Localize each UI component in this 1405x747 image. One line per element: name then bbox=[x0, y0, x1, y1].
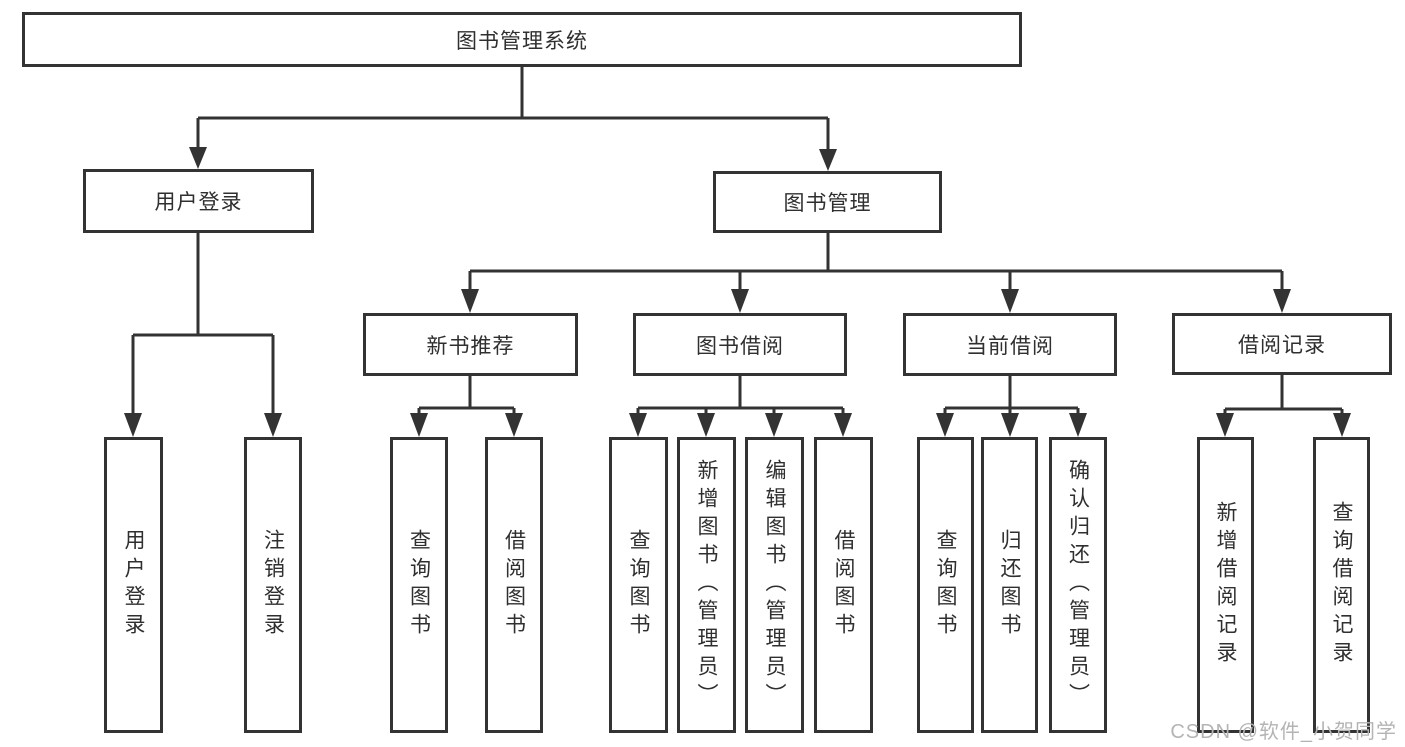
leaf-newbooks-borrow-books: 借阅图书 bbox=[485, 437, 543, 733]
leaf-borrowing-edit-books-admin: 编辑图书（管理员） bbox=[745, 437, 804, 733]
leaf-newbooks-query-books: 查询图书 bbox=[390, 437, 448, 733]
leaf-current-confirm-return-admin: 确认归还（管理员） bbox=[1049, 437, 1107, 733]
node-root-label: 图书管理系统 bbox=[456, 29, 588, 53]
node-current-borrowing: 当前借阅 bbox=[903, 313, 1117, 376]
leaf-borrowing-borrow-books: 借阅图书 bbox=[814, 437, 873, 733]
leaf-current-return-books-label: 归还图书 bbox=[998, 529, 1021, 641]
node-root-system: 图书管理系统 bbox=[22, 12, 1022, 67]
leaf-records-query-borrow-record-label: 查询借阅记录 bbox=[1330, 501, 1353, 669]
leaf-borrowing-borrow-books-label: 借阅图书 bbox=[832, 529, 855, 641]
leaf-records-add-borrow-record-label: 新增借阅记录 bbox=[1214, 501, 1237, 669]
leaf-borrowing-query-books: 查询图书 bbox=[609, 437, 668, 733]
leaf-records-add-borrow-record: 新增借阅记录 bbox=[1197, 437, 1254, 733]
leaf-user-login-label: 用户登录 bbox=[122, 529, 145, 641]
leaf-records-query-borrow-record: 查询借阅记录 bbox=[1313, 437, 1370, 733]
node-book-management: 图书管理 bbox=[713, 171, 942, 233]
leaf-current-return-books: 归还图书 bbox=[981, 437, 1038, 733]
leaf-logout-label: 注销登录 bbox=[261, 529, 285, 641]
leaf-borrowing-edit-books-admin-label: 编辑图书（管理员） bbox=[763, 459, 786, 711]
connector-paths bbox=[131, 67, 1344, 419]
leaf-current-query-books: 查询图书 bbox=[917, 437, 974, 733]
node-user-login-label: 用户登录 bbox=[154, 191, 243, 214]
leaf-borrowing-add-books-admin-label: 新增图书（管理员） bbox=[695, 459, 718, 711]
node-book-management-label: 图书管理 bbox=[783, 192, 872, 215]
arrowheads bbox=[124, 147, 1351, 437]
node-book-borrowing-label: 图书借阅 bbox=[696, 334, 784, 358]
node-borrow-records: 借阅记录 bbox=[1172, 313, 1392, 375]
node-book-borrowing: 图书借阅 bbox=[633, 313, 847, 376]
leaf-newbooks-borrow-books-label: 借阅图书 bbox=[502, 529, 526, 641]
node-new-book-recommend: 新书推荐 bbox=[363, 313, 578, 376]
csdn-watermark: CSDN @软件_小贺同学 bbox=[1170, 721, 1397, 743]
leaf-borrowing-query-books-label: 查询图书 bbox=[627, 529, 650, 641]
node-new-book-recommend-label: 新书推荐 bbox=[426, 334, 515, 358]
node-user-login: 用户登录 bbox=[83, 169, 314, 233]
leaf-newbooks-query-books-label: 查询图书 bbox=[407, 529, 431, 641]
node-current-borrowing-label: 当前借阅 bbox=[966, 334, 1054, 358]
node-borrow-records-label: 借阅记录 bbox=[1238, 334, 1326, 357]
leaf-logout: 注销登录 bbox=[244, 437, 302, 733]
leaf-current-query-books-label: 查询图书 bbox=[934, 529, 957, 641]
leaf-current-confirm-return-admin-label: 确认归还（管理员） bbox=[1066, 459, 1090, 711]
leaf-borrowing-add-books-admin: 新增图书（管理员） bbox=[677, 437, 736, 733]
leaf-user-login: 用户登录 bbox=[104, 437, 163, 733]
